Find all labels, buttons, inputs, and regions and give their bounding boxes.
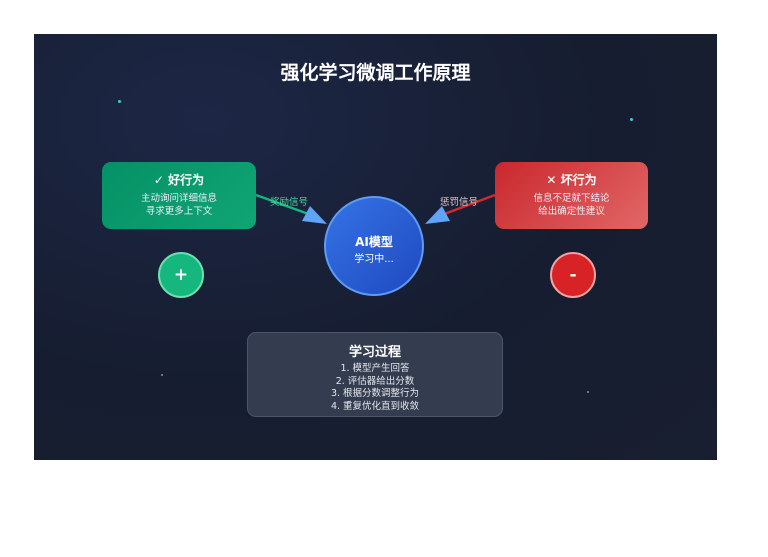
- good-behavior-line: 主动询问详细信息: [140, 193, 217, 204]
- model-status: 学习中...: [354, 254, 394, 265]
- arrows: [255, 193, 496, 224]
- process-step: 1. 模型产生回答: [340, 363, 410, 374]
- minus-icon: -: [550, 252, 596, 298]
- good-behavior-heading: ✓ 好行为: [153, 173, 205, 187]
- ai-model-node: AI模型 学习中...: [324, 196, 424, 296]
- reward-arrow-line: [255, 193, 315, 218]
- learning-process-box: 学习过程 1. 模型产生回答 2. 评估器给出分数 3. 根据分数调整行为 4.…: [247, 332, 503, 417]
- star-decoration: [587, 391, 589, 393]
- model-name: AI模型: [355, 235, 393, 249]
- star-decoration: [118, 100, 121, 103]
- bad-behavior-line: 给出确定性建议: [538, 206, 605, 217]
- penalty-arrow-head: [425, 206, 450, 224]
- reward-signal-label: 奖励信号: [270, 197, 309, 208]
- good-behavior-box: ✓ 好行为 主动询问详细信息 寻求更多上下文: [102, 162, 256, 229]
- good-behavior-line: 寻求更多上下文: [145, 206, 213, 217]
- bad-behavior-box: ✕ 坏行为 信息不足就下结论 给出确定性建议: [495, 162, 648, 229]
- diagram-canvas: 强化学习微调工作原理 奖励信号 惩罚信号 ✓ 好行为 主动询问详细信息 寻求更多…: [34, 34, 717, 460]
- star-decoration: [161, 374, 163, 376]
- process-title: 学习过程: [348, 345, 401, 360]
- process-step: 2. 评估器给出分数: [335, 375, 415, 387]
- bad-behavior-heading: ✕ 坏行为: [546, 173, 597, 187]
- star-decoration: [630, 118, 633, 121]
- bad-behavior-line: 信息不足就下结论: [533, 193, 610, 204]
- penalty-signal-label: 惩罚信号: [440, 197, 479, 208]
- process-step: 3. 根据分数调整行为: [330, 388, 420, 399]
- process-step: 4. 重复优化直到收敛: [330, 400, 420, 412]
- plus-icon: +: [158, 252, 204, 298]
- diagram-title: 强化学习微调工作原理: [280, 62, 471, 84]
- penalty-arrow-line: [438, 193, 496, 218]
- reward-arrow-head: [302, 206, 327, 224]
